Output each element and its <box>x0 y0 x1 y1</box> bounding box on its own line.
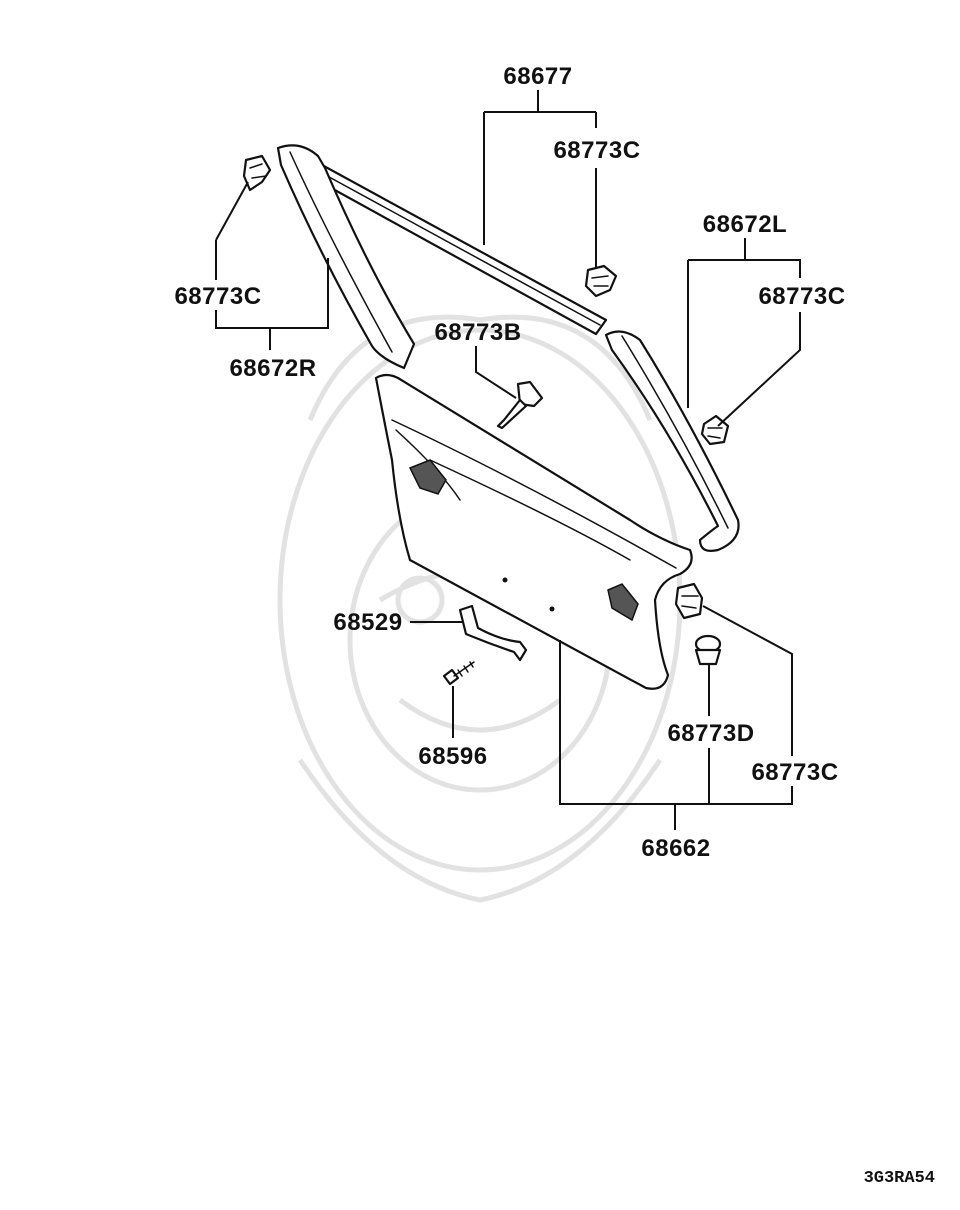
right-side-trim-part <box>276 144 416 370</box>
label-panel: 68662 <box>641 835 710 862</box>
label-right-clip: 68773C <box>758 283 845 310</box>
speaker-grille-left <box>408 459 447 495</box>
fastener-b-part <box>496 380 544 430</box>
label-fastener-b: 68773B <box>434 319 521 346</box>
push-pin-d-part <box>694 634 722 666</box>
clip-upper-middle-part <box>584 264 618 298</box>
label-left-trim: 68672L <box>703 211 787 238</box>
clip-lower-right-part <box>674 582 704 620</box>
label-handle: 68529 <box>333 609 402 636</box>
clip-upper-left-part <box>242 154 272 192</box>
drawing-code: 3G3RA54 <box>864 1169 935 1188</box>
label-upper-clip: 68773C <box>553 137 640 164</box>
label-push-pin-d: 68773D <box>667 720 754 747</box>
screw-part <box>442 661 475 686</box>
left-side-trim-part <box>604 330 740 552</box>
label-left-clip: 68773C <box>174 283 261 310</box>
label-lower-clip: 68773C <box>751 759 838 786</box>
label-upper-trim: 68677 <box>503 63 572 90</box>
speaker-grille-right <box>607 583 639 622</box>
lower-panel-part <box>374 373 693 690</box>
leader-lines <box>215 90 801 830</box>
label-right-trim: 68672R <box>229 355 316 382</box>
assist-handle-part <box>458 604 528 662</box>
label-screw: 68596 <box>418 743 487 770</box>
